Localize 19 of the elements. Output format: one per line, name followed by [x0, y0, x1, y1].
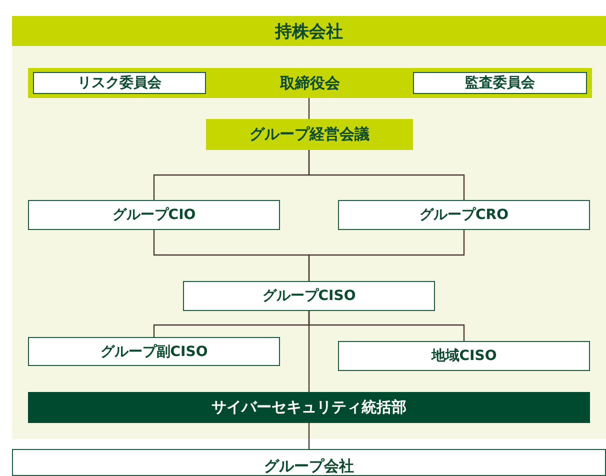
- org-box: グループCIO: [28, 200, 280, 230]
- connector-line: [308, 311, 310, 392]
- department-bar: サイバーセキュリティ統括部: [28, 392, 590, 423]
- group-companies-box: グループ会社: [12, 449, 606, 476]
- org-box: グループ副CISO: [28, 337, 280, 366]
- connector-line: [308, 150, 465, 200]
- org-box: リスク委員会: [33, 72, 206, 94]
- holding-company-panel: [12, 16, 606, 439]
- board-band: [28, 68, 592, 98]
- panel-heading: 持株会社: [12, 16, 606, 46]
- org-box: 監査委員会: [413, 72, 587, 94]
- connector-line: [308, 98, 310, 119]
- org-box: 地域CISO: [338, 341, 590, 371]
- board-label: 取締役会: [280, 74, 340, 92]
- org-box: グループCISO: [183, 281, 435, 311]
- committee-box: グループ経営会議: [206, 119, 413, 150]
- connector-line: [308, 230, 465, 281]
- org-box: グループCRO: [338, 200, 590, 230]
- connector-line: [308, 423, 310, 449]
